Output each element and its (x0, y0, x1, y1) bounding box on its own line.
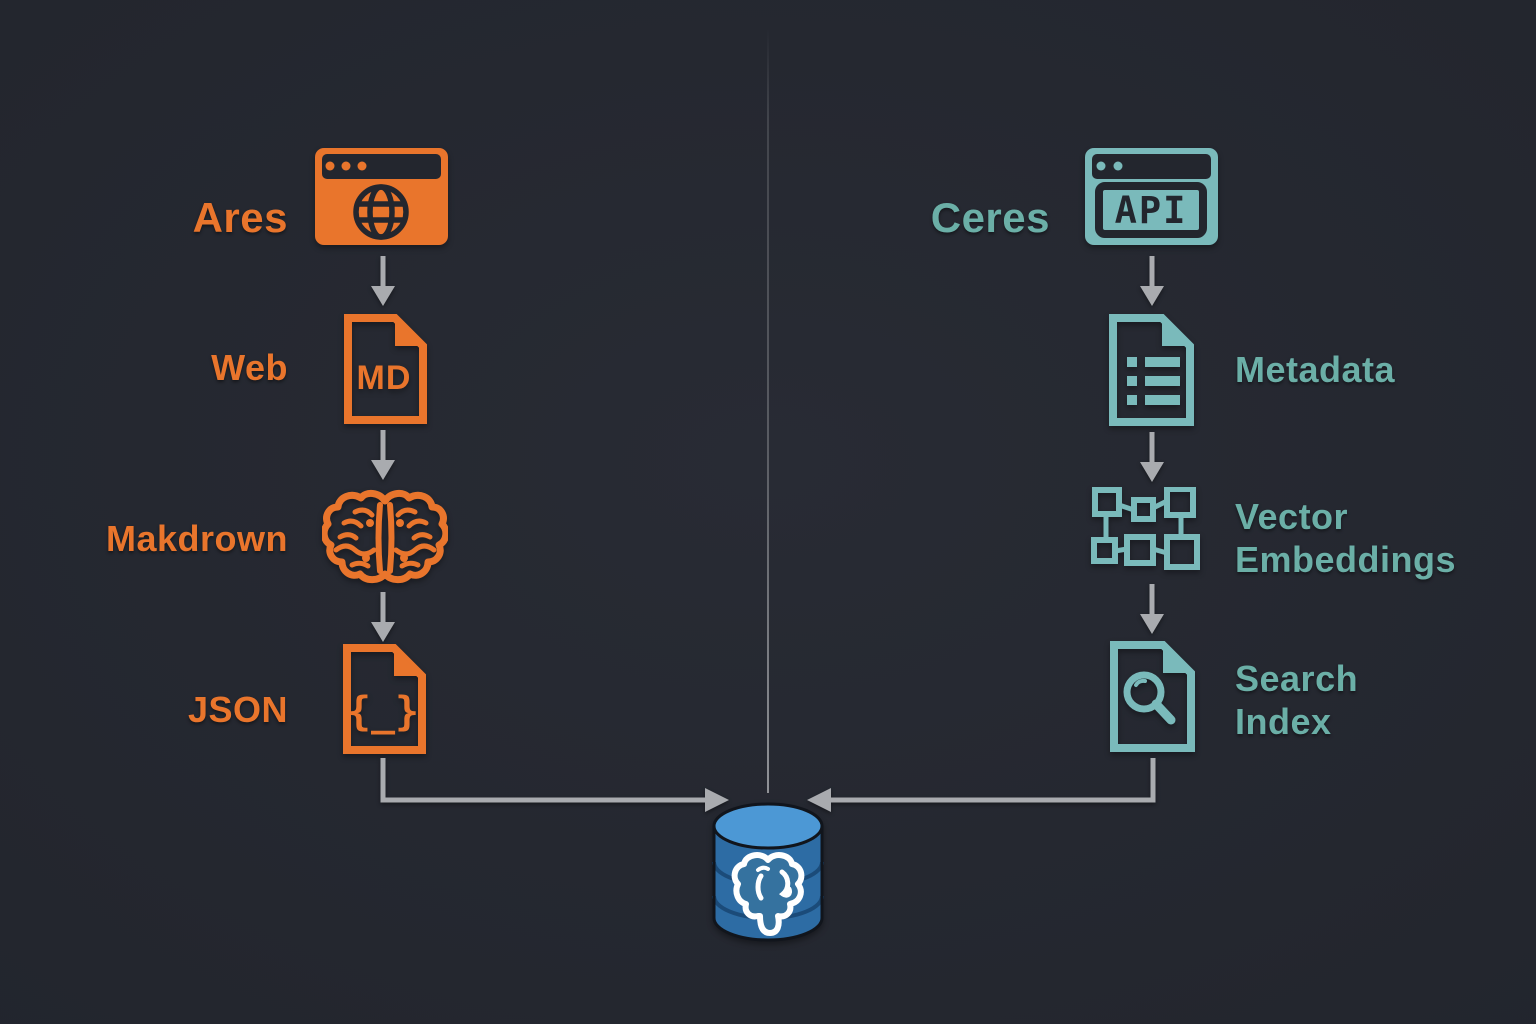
node-label-web: Web (211, 347, 288, 388)
search-file-icon (1110, 641, 1195, 752)
json-braces-text: {_} (347, 689, 419, 735)
arrow-down-icon (1140, 256, 1164, 306)
left-pipeline-title: Ares (192, 194, 288, 241)
magnifier-icon (1123, 671, 1165, 713)
center-divider-line (767, 28, 769, 793)
arrow-down-icon (1140, 584, 1164, 634)
arrow-down-icon (371, 256, 395, 306)
browser-globe-icon (315, 148, 448, 245)
node-label-metadata: Metadata (1235, 349, 1396, 390)
json-file-icon: {_} (343, 644, 426, 754)
vector-network-icon (1091, 487, 1200, 570)
node-label-json: JSON (187, 689, 288, 730)
node-label-search-index: Search Index (1235, 658, 1359, 742)
postgres-elephant-icon (731, 852, 805, 936)
node-label-makdrown: Makdrown (105, 518, 288, 559)
list-file-icon (1109, 314, 1194, 426)
brain-icon (322, 490, 448, 584)
md-file-text: MD (357, 359, 412, 397)
api-text: API (1115, 189, 1188, 232)
arrow-down-icon (1140, 432, 1164, 482)
postgresql-database-icon (712, 802, 824, 942)
arrow-down-icon (371, 430, 395, 480)
browser-api-icon: API (1085, 148, 1218, 245)
right-pipeline-title: Ceres (930, 194, 1050, 241)
right-elbow-arrow (807, 758, 1156, 812)
node-label-vector-embeddings: Vector Embeddings (1235, 496, 1457, 580)
globe-glyph (353, 184, 409, 240)
arrow-down-icon (371, 592, 395, 642)
markdown-file-icon: MD (344, 314, 427, 424)
left-elbow-arrow (380, 758, 729, 812)
